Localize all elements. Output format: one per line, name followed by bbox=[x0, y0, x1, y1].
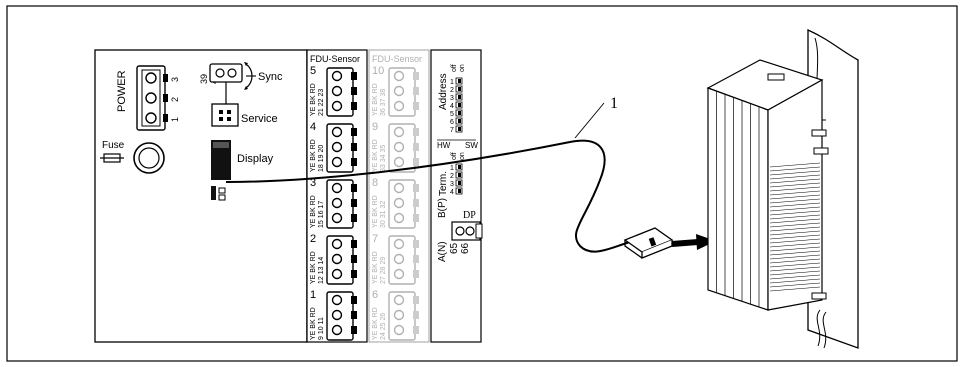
left-sensor-number-5: 5 bbox=[310, 65, 316, 77]
dip-switch-label: 5 bbox=[450, 111, 454, 118]
service-label: Service bbox=[241, 113, 278, 125]
b-p-label: B(P) bbox=[437, 198, 448, 218]
dip-switch-label: 6 bbox=[450, 119, 454, 126]
a-n-label: A(N) bbox=[437, 241, 448, 262]
cable-plug bbox=[623, 227, 674, 259]
power-pin-3: 3 bbox=[170, 77, 180, 82]
left-sensor-number-3: 3 bbox=[310, 177, 316, 189]
callout-1: 1 bbox=[610, 95, 618, 112]
frame bbox=[6, 5, 958, 362]
left-sensor-colors: YE BK RD bbox=[310, 83, 317, 116]
dip-switch-label: 2 bbox=[450, 87, 454, 94]
power-pin-1: 1 bbox=[170, 117, 180, 122]
plc-rack bbox=[706, 28, 859, 349]
left-sensor-colors: YE BK RD bbox=[310, 139, 317, 172]
right-sensor-pins-8: 30 31 32 bbox=[380, 201, 387, 228]
term-label: Term. bbox=[438, 171, 449, 196]
right-sensor-colors: YE BK RD bbox=[372, 251, 379, 284]
right-sensor-pins-9: 33 34 35 bbox=[380, 145, 387, 172]
right-sensor-number-8: 8 bbox=[372, 177, 378, 189]
dip-switch-label: 4 bbox=[450, 189, 454, 196]
right-sensor-number-10: 10 bbox=[372, 65, 384, 77]
dp-pin-65: 65 bbox=[449, 242, 460, 254]
term-off-label: off bbox=[451, 152, 458, 160]
display-connector: Display bbox=[211, 140, 274, 201]
left-sensor-pins-3: 15 16 17 bbox=[318, 201, 325, 228]
fdu-sensor-right-label: FDU-Sensor bbox=[372, 54, 422, 64]
service-connector: 39 40 Service Sync bbox=[199, 62, 283, 127]
power-terminal: POWER 3 2 1 bbox=[116, 65, 180, 131]
main-housing bbox=[94, 49, 308, 343]
left-sensor-colors: YE BK RD bbox=[310, 251, 317, 284]
dip-switch-label: 7 bbox=[450, 127, 454, 134]
right-sensor-colors: YE BK RD bbox=[372, 139, 379, 172]
left-sensor-pins-4: 18 19 20 bbox=[318, 145, 325, 172]
right-sensor-number-7: 7 bbox=[372, 233, 378, 245]
right-sensor-pins-7: 27 28 29 bbox=[380, 257, 387, 284]
dip-switch-label: 4 bbox=[450, 103, 454, 110]
right-sensor-number-6: 6 bbox=[372, 289, 378, 301]
left-sensor-number-2: 2 bbox=[310, 233, 316, 245]
dp-label: DP bbox=[463, 210, 476, 221]
dip-switch-label: 3 bbox=[450, 181, 454, 188]
service-pin-39: 39 bbox=[199, 74, 209, 84]
dip-switch-label: 1 bbox=[450, 165, 454, 172]
left-sensor-pins-5: 21 22 23 bbox=[318, 89, 325, 116]
dip-switch-label: 1 bbox=[450, 79, 454, 86]
right-sensor-pins-6: 24 25 26 bbox=[380, 313, 387, 340]
address-label: Address bbox=[438, 73, 449, 110]
left-sensor-number-4: 4 bbox=[310, 121, 316, 133]
hw-label: HW bbox=[437, 141, 451, 150]
cable: 1 bbox=[225, 95, 631, 253]
left-sensor-pins-2: 12 13 14 bbox=[318, 257, 325, 284]
dp-pin-66: 66 bbox=[460, 242, 471, 254]
power-label: POWER bbox=[116, 70, 128, 112]
left-sensor-colors: YE BK RD bbox=[310, 195, 317, 228]
fdu-sensor-left-label: FDU-Sensor bbox=[310, 54, 360, 64]
dip-switch-label: 3 bbox=[450, 95, 454, 102]
left-sensor-pins-1: 9 10 11 bbox=[318, 317, 325, 340]
left-sensor-colors: YE BK RD bbox=[310, 307, 317, 340]
right-sensor-colors: YE BK RD bbox=[372, 195, 379, 228]
right-sensor-number-9: 9 bbox=[372, 121, 378, 133]
term-on-label: on bbox=[459, 152, 466, 160]
on-label: on bbox=[459, 64, 466, 72]
sw-label: SW bbox=[465, 141, 478, 150]
right-sensor-colors: YE BK RD bbox=[372, 307, 379, 340]
fuse: Fuse bbox=[100, 140, 165, 174]
power-pin-2: 2 bbox=[170, 97, 180, 102]
off-label: off bbox=[451, 64, 458, 72]
right-sensor-colors: YE BK RD bbox=[372, 83, 379, 116]
display-label: Display bbox=[237, 153, 274, 165]
sync-label: Sync bbox=[258, 71, 283, 83]
left-sensor-number-1: 1 bbox=[310, 289, 316, 301]
fuse-label: Fuse bbox=[102, 140, 125, 151]
right-sensor-pins-10: 36 37 38 bbox=[380, 89, 387, 116]
dip-switch-label: 2 bbox=[450, 173, 454, 180]
insert-arrow bbox=[671, 234, 716, 250]
